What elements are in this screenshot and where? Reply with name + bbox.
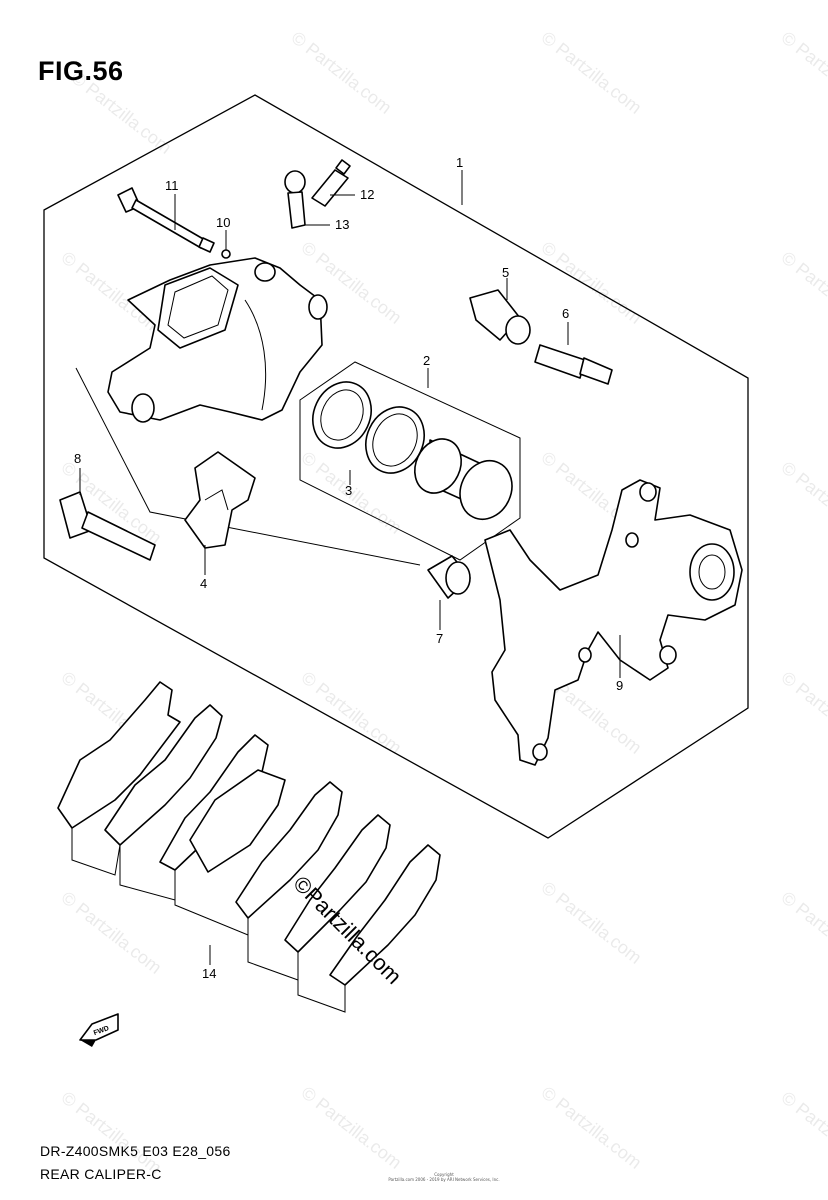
- callout-11: 11: [165, 178, 179, 193]
- caliper-pin-bolt: [59, 491, 156, 561]
- callout-9: 9: [616, 678, 623, 693]
- watermark-text: © Partzilla.com: [538, 237, 646, 327]
- watermark-text: © Partzilla.com: [778, 247, 828, 337]
- watermark-text: © Partzilla.com: [298, 667, 406, 757]
- watermark-text: © Partzilla.com: [538, 1082, 646, 1172]
- piston-kit-box: [299, 361, 521, 561]
- callout-12: 12: [360, 187, 374, 202]
- watermark-text: © Partzilla.com: [538, 27, 646, 117]
- caliper-bracket: [484, 479, 743, 766]
- callout-labels: 1 2 3 4 5 6 7 8 9 10 11 12 13 14: [74, 155, 623, 981]
- piston-seal-set: [312, 381, 425, 474]
- callout-13: 13: [335, 217, 349, 232]
- callout-8: 8: [74, 451, 81, 466]
- figure-code: DR-Z400SMK5 E03 E28_056: [40, 1143, 231, 1159]
- watermark-text: © Partzilla.com: [58, 887, 166, 977]
- assembly-box-outline: [43, 94, 749, 839]
- support-pin: [534, 344, 613, 385]
- caliper-piston: [414, 438, 513, 520]
- watermark-text: © Partzilla.com: [58, 1087, 166, 1177]
- callout-10: 10: [216, 215, 230, 230]
- pad-spring: [184, 451, 256, 549]
- brake-pad-set: [57, 681, 441, 1013]
- pin-leader-triangle: [75, 367, 421, 566]
- copyright-line: Copyright: [434, 1172, 454, 1177]
- callout-2: 2: [423, 353, 430, 368]
- callout-7: 7: [436, 631, 443, 646]
- watermark-text: © Partzilla.com: [778, 27, 828, 117]
- leader-lines: [79, 170, 621, 965]
- callout-1: 1: [456, 155, 463, 170]
- watermark-text: © Partzilla.com: [68, 67, 176, 157]
- callout-5: 5: [502, 265, 509, 280]
- watermark-text: © Partzilla.com: [298, 1082, 406, 1172]
- pin-sleeve: [469, 289, 531, 345]
- watermark-text: © Partzilla.com: [778, 667, 828, 757]
- watermark-text: © Partzilla.com: [778, 887, 828, 977]
- figure-title: FIG.56: [38, 56, 124, 86]
- copyright-line: Partzilla.com 2006 - 2019 by ARI Network…: [388, 1177, 500, 1182]
- callout-4: 4: [200, 576, 207, 591]
- copyright-notice: Copyright Partzilla.com 2006 - 2019 by A…: [384, 1172, 504, 1182]
- forward-arrow-icon: FWD: [79, 1013, 119, 1047]
- watermark-text: © Partzilla.com: [538, 877, 646, 967]
- callout-3: 3: [345, 483, 352, 498]
- figure-name: REAR CALIPER-C: [40, 1166, 162, 1182]
- slide-pin-bolt: [117, 187, 215, 253]
- bleeder-valve: [311, 159, 351, 207]
- pin-boot: [427, 555, 471, 599]
- watermark-text: © Partzilla.com: [288, 27, 396, 117]
- callout-6: 6: [562, 306, 569, 321]
- watermark-text: © Partzilla.com: [778, 1087, 828, 1177]
- callout-14: 14: [202, 966, 216, 981]
- caliper-body: [107, 257, 328, 423]
- bleeder-cap: [284, 170, 306, 229]
- washer-part: [221, 249, 231, 259]
- watermark-text: © Partzilla.com: [778, 457, 828, 547]
